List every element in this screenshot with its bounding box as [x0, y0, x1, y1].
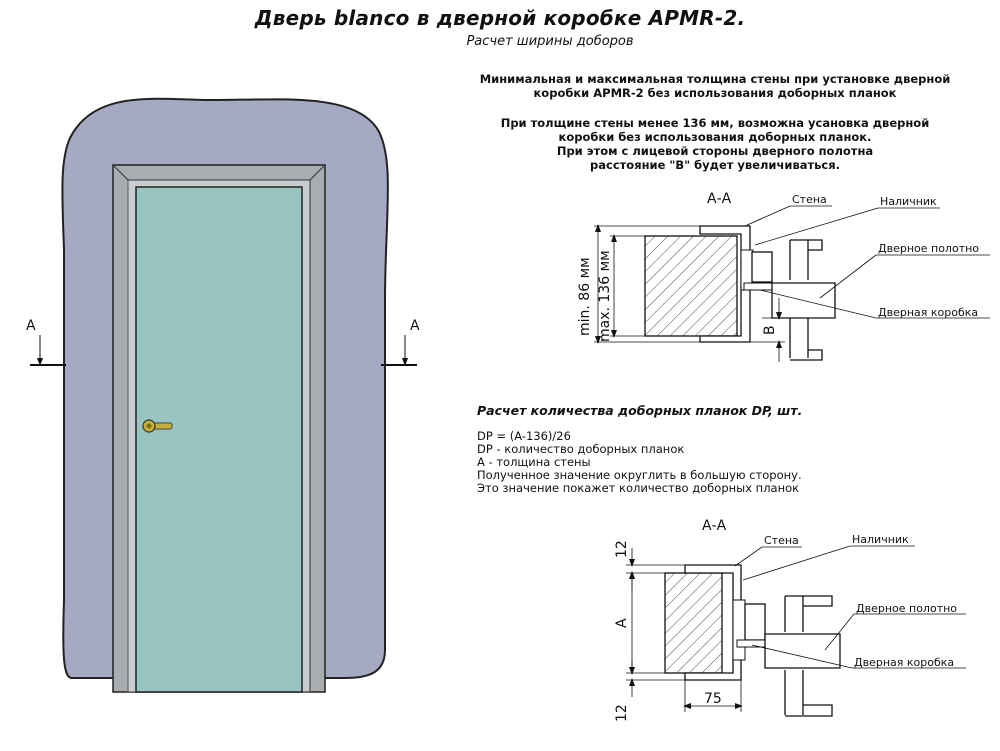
- dim-min-label: min. 86 мм: [577, 257, 593, 336]
- dim-width-label: 75: [704, 691, 722, 707]
- frame-label-bottom: Дверная коробка: [854, 656, 954, 669]
- section-bottom: А-А 12 A 12 75 Стена Наличник Дв: [614, 518, 966, 722]
- dim-max-label: max. 136 мм: [597, 250, 613, 342]
- wall-hatch-bottom: [664, 572, 723, 674]
- wall-hatch-top: [644, 235, 738, 337]
- dim-bottom-label: 12: [614, 704, 630, 722]
- page-title: Дверь blanco в дверной коробке APMR-2.: [254, 6, 746, 30]
- door-front-view: A A: [26, 97, 420, 693]
- section-mark-right: A: [410, 318, 420, 334]
- page-subtitle: Расчет ширины доборов: [466, 34, 634, 49]
- leaf-label-bottom: Дверное полотно: [856, 602, 957, 615]
- door-leaf: [135, 186, 303, 693]
- door-leaf-section-bottom: [764, 633, 841, 669]
- frame-label-top: Дверная коробка: [878, 306, 978, 319]
- wall-range-note: Минимальная и максимальная толщина стены…: [479, 72, 951, 100]
- section-top: А-А min. 86 мм max. 136 мм B Стена Налич…: [577, 191, 990, 362]
- section-mark-left: A: [26, 318, 36, 334]
- dim-a-label: A: [614, 618, 630, 628]
- casing-label-bottom: Наличник: [852, 533, 909, 546]
- leaf-label-top: Дверное полотно: [878, 242, 979, 255]
- wall-label-bottom: Стена: [764, 534, 799, 547]
- section-bottom-title: А-А: [702, 518, 727, 534]
- dim-b-label: B: [762, 325, 778, 335]
- dim-top-label: 12: [614, 540, 630, 558]
- calculation-formula: DP = (A-136)/26 DP - количество доборных…: [477, 429, 802, 495]
- casing-label-top: Наличник: [880, 195, 937, 208]
- door-handle: [142, 419, 173, 433]
- section-top-title: А-А: [707, 191, 732, 207]
- thin-wall-note: При толщине стены менее 136 мм, возможна…: [500, 116, 930, 172]
- calculation-title: Расчет количества доборных планок DP, шт…: [477, 403, 803, 418]
- wall-label-top: Стена: [792, 193, 827, 206]
